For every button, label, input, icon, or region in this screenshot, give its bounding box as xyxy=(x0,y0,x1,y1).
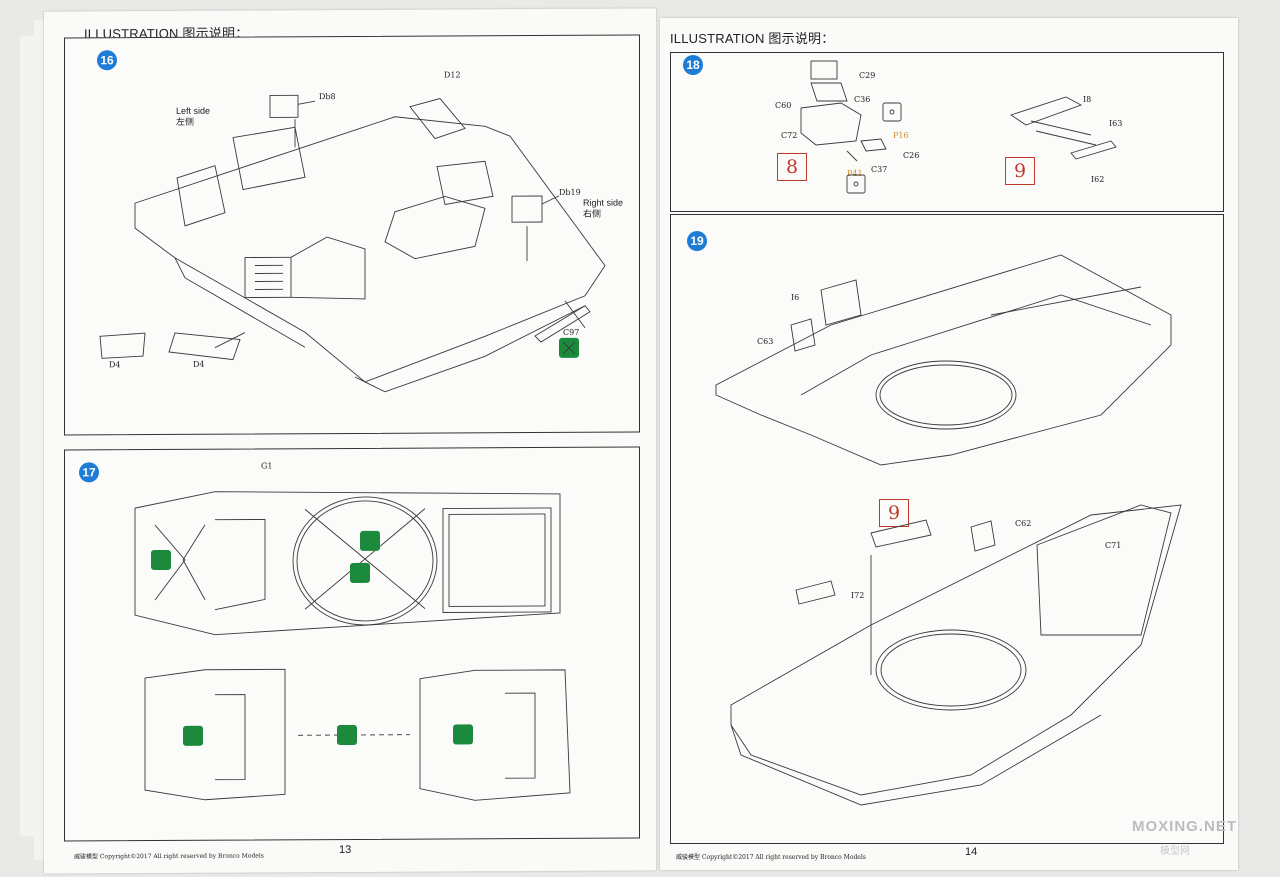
part-label: C60 xyxy=(775,101,792,110)
part-label: I63 xyxy=(1109,119,1123,128)
page-number: 13 xyxy=(339,843,352,857)
part-label: C62 xyxy=(1015,519,1032,528)
step-18-badge: 18 xyxy=(683,55,703,75)
part-label: C37 xyxy=(871,165,888,174)
part-label: I6 xyxy=(791,293,800,302)
step-16-panel: 16 Left side 左侧 Right side 右侧 D12 Db8 Db… xyxy=(64,34,640,436)
step-18-panel: 18 8 9 C29 C36 C60 C72 P16 C26 C37 P41 I… xyxy=(670,52,1224,212)
part-label: C71 xyxy=(1105,541,1122,550)
part-label: C26 xyxy=(903,151,920,160)
step-16-drawing xyxy=(99,94,606,393)
part-label: C29 xyxy=(859,71,876,80)
step-19-badge: 19 xyxy=(687,231,707,251)
page-header: ILLUSTRATION 图示说明： xyxy=(670,31,835,46)
glue-icon xyxy=(151,530,473,746)
step-17-drawing xyxy=(134,491,571,801)
sub-step-box: 9 xyxy=(879,499,909,527)
page-number: 14 xyxy=(965,846,978,858)
step-17-panel: 17 G1 xyxy=(64,446,640,842)
step-19-panel: 19 9 I6 C63 C62 C71 I72 xyxy=(670,214,1224,844)
part-label: C63 xyxy=(757,337,774,346)
sub-step-box: 9 xyxy=(1005,157,1035,185)
part-label: C72 xyxy=(781,131,798,140)
page-footer: 威骏模型 Copyright©2017 All right reserved b… xyxy=(676,854,866,861)
part-label: C36 xyxy=(854,95,871,104)
left-page: ILLUSTRATION 图示说明： 16 Left side 左侧 Right… xyxy=(44,8,656,874)
page-footer: 威骏模型 Copyright©2017 All right reserved b… xyxy=(74,852,264,861)
part-label: I8 xyxy=(1083,95,1092,104)
part-label: P16 xyxy=(893,131,909,140)
part-label: I62 xyxy=(1091,175,1105,184)
watermark-text: MOXING.NET xyxy=(1132,818,1238,835)
part-label: P41 xyxy=(847,169,863,178)
part-label: I72 xyxy=(851,591,865,600)
step-18-drawing xyxy=(800,60,1117,194)
right-page: ILLUSTRATION 图示说明： 18 8 9 C29 C36 C60 C7… xyxy=(660,18,1238,870)
step-19-drawing xyxy=(715,254,1182,806)
sub-step-box: 8 xyxy=(777,153,807,181)
watermark-sub: 模型网 xyxy=(1160,846,1190,857)
